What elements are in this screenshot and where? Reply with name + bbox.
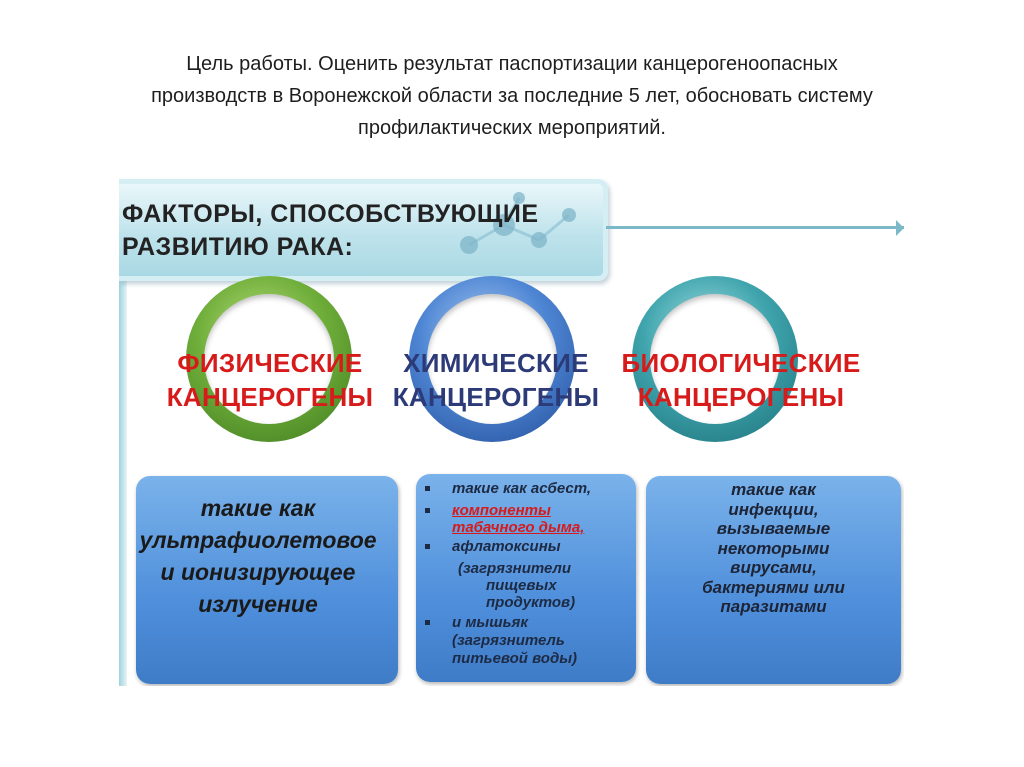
bullet-icon — [425, 486, 430, 491]
chemical-carcinogens-label: ХИМИЧЕСКИЕ КАНЦЕРОГЕНЫ — [391, 346, 601, 414]
header-arrow-icon — [896, 220, 904, 236]
list-item-note: (загрязнитель — [452, 632, 565, 649]
list-item: и мышьяк — [452, 614, 528, 631]
figure-left-edge — [119, 266, 127, 686]
physical-carcinogens-label: ФИЗИЧЕСКИЕ КАНЦЕРОГЕНЫ — [165, 346, 375, 414]
slide-title-line-3: профилактических мероприятий. — [60, 112, 964, 144]
slide-title-line-2: производств в Воронежской области за пос… — [60, 80, 964, 112]
bullet-icon — [425, 544, 430, 549]
list-item-highlight: табачного дыма, — [452, 519, 584, 536]
bullet-icon — [425, 508, 430, 513]
slide-title-line-1: Цель работы. Оценить результат паспортиз… — [60, 48, 964, 80]
biological-examples-text: такие как инфекции, вызываемые некоторым… — [646, 480, 901, 617]
list-item: афлатоксины — [452, 538, 561, 555]
list-item-note: питьевой воды) — [452, 650, 577, 667]
header-title: ФАКТОРЫ, СПОСОБСТВУЮЩИЕ РАЗВИТИЮ РАКА: — [122, 198, 539, 264]
list-item-note: (загрязнители — [458, 560, 571, 577]
carcinogen-factors-figure: ФАКТОРЫ, СПОСОБСТВУЮЩИЕ РАЗВИТИЮ РАКА: Ф… — [119, 176, 904, 686]
list-item-highlight: компоненты — [452, 502, 551, 519]
slide-title: Цель работы. Оценить результат паспортиз… — [60, 48, 964, 144]
list-item: такие как асбест, — [452, 480, 591, 497]
header-title-line-1: ФАКТОРЫ, СПОСОБСТВУЮЩИЕ — [122, 198, 539, 231]
bullet-icon — [425, 620, 430, 625]
physical-examples-text: такие как ультрафиолетовое и ионизирующе… — [127, 492, 389, 620]
list-item-note: пищевых — [486, 577, 557, 594]
biological-carcinogens-label: БИОЛОГИЧЕСКИЕ КАНЦЕРОГЕНЫ — [601, 346, 881, 414]
biological-examples-panel: такие как инфекции, вызываемые некоторым… — [646, 476, 901, 684]
list-item-note: продуктов) — [486, 594, 575, 611]
chemical-examples-panel: такие как асбест, компоненты табачного д… — [416, 474, 636, 682]
header-title-line-2: РАЗВИТИЮ РАКА: — [122, 231, 539, 264]
header-divider-line — [606, 226, 904, 229]
